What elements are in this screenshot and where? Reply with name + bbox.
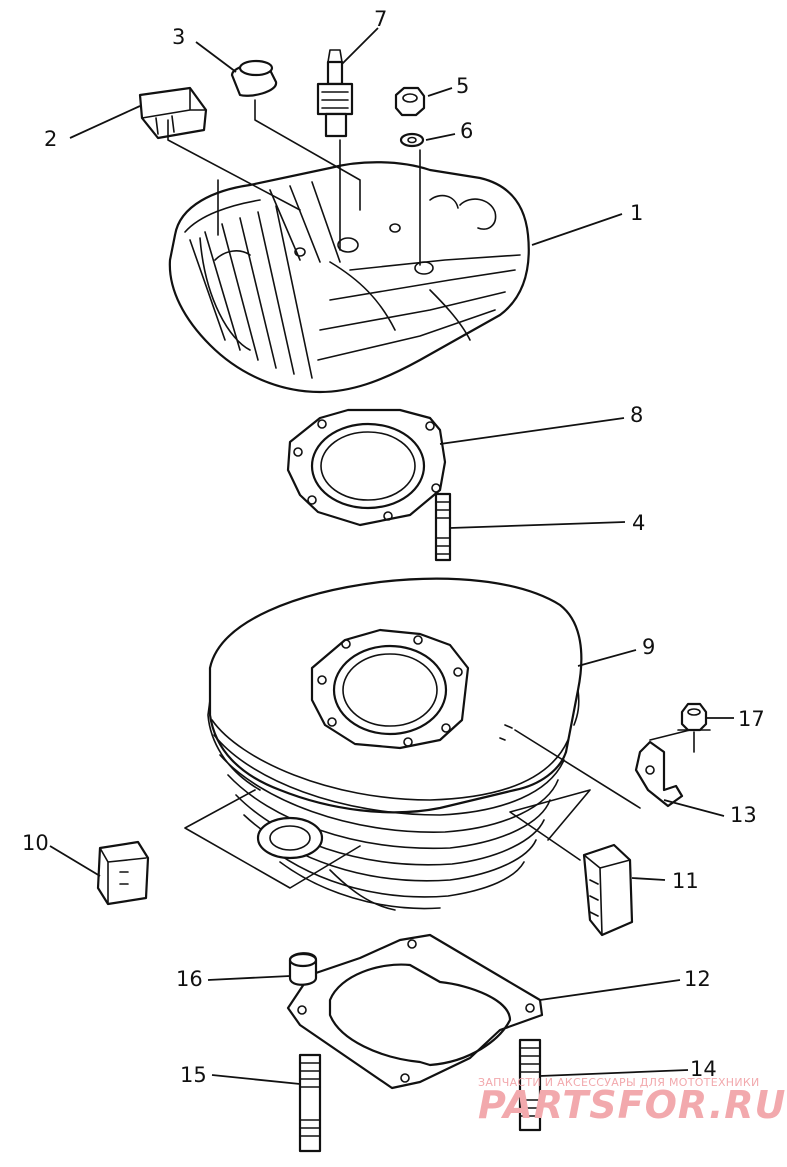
- stud-bolt-right: [518, 1038, 542, 1132]
- assembly-lines-bracket: [514, 729, 695, 809]
- cylinder-head: [168, 161, 530, 394]
- assembly-lines-upper: [167, 99, 421, 266]
- base-gasket: [286, 933, 544, 1090]
- callout-7: 7: [374, 7, 387, 31]
- flange-nut: [677, 702, 711, 732]
- spark-plug: [316, 49, 354, 138]
- callout-13: 13: [730, 803, 757, 827]
- callout-2: 2: [44, 127, 57, 151]
- leader-lines: [49, 27, 734, 1085]
- watermark-brand: PARTSFOR.RU: [478, 1083, 786, 1127]
- callout-15: 15: [180, 1063, 207, 1087]
- nut-and-washer: [394, 86, 426, 148]
- callout-4: 4: [632, 511, 645, 535]
- callout-3: 3: [172, 25, 185, 49]
- callout-labels: 1 2 3 4 5 6 7 8 9 10 11 12 13 14 15 16 1…: [22, 7, 765, 1087]
- damper-block-right: [582, 843, 634, 937]
- callout-12: 12: [684, 967, 711, 991]
- damper-block-left: [96, 840, 150, 906]
- cable-bracket: [634, 740, 684, 808]
- damper-block-upper: [138, 86, 208, 140]
- watermark-tagline: ЗАПЧАСТИ И АКСЕССУАРЫ ДЛЯ МОТОТЕХНИКИ: [478, 1076, 760, 1089]
- callout-11: 11: [672, 869, 699, 893]
- callout-16: 16: [176, 967, 203, 991]
- callout-1: 1: [630, 201, 643, 225]
- stud-bolt-left: [298, 1053, 322, 1153]
- cylinder: [207, 577, 583, 911]
- callout-9: 9: [642, 635, 655, 659]
- stud-bolt-upper: [434, 492, 452, 562]
- dowel-pin-lower: [288, 952, 318, 986]
- callout-17: 17: [738, 707, 765, 731]
- callout-10: 10: [22, 831, 49, 855]
- callout-14: 14: [690, 1057, 717, 1081]
- assembly-lines-dampers: [184, 789, 591, 889]
- callout-8: 8: [630, 403, 643, 427]
- callout-5: 5: [456, 74, 469, 98]
- head-gasket: [286, 408, 447, 527]
- watermark: ЗАПЧАСТИ И АКСЕССУАРЫ ДЛЯ МОТОТЕХНИКИ PA…: [478, 1076, 786, 1127]
- dowel-pin: [230, 59, 278, 97]
- callout-6: 6: [460, 119, 473, 143]
